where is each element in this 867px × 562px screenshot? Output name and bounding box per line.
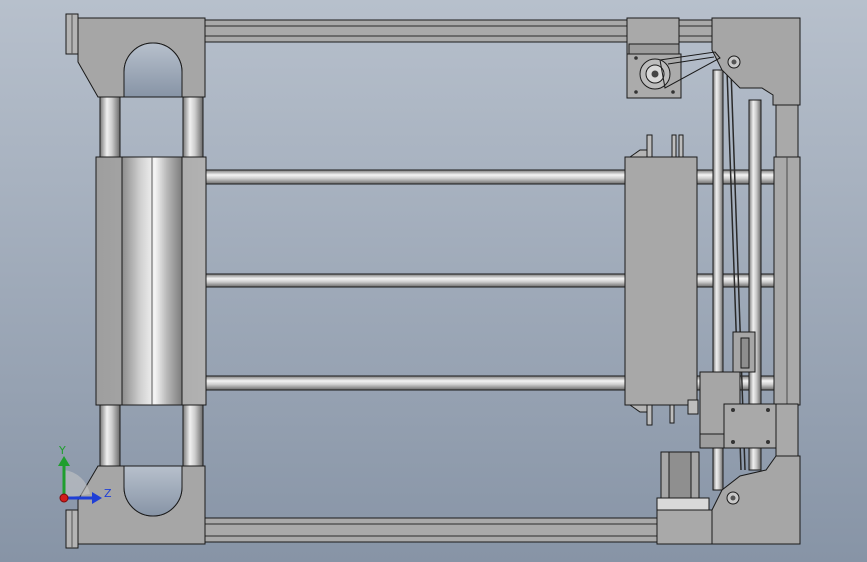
top-motor-mount[interactable]: [626, 17, 721, 99]
right-frame-column[interactable]: [773, 104, 801, 457]
z-axis-label: Z: [104, 487, 112, 500]
triad-plane-shading: [64, 470, 90, 498]
left-top-bracket[interactable]: [65, 13, 206, 98]
y-axis-label: Y: [58, 444, 66, 457]
left-carriage-block[interactable]: [95, 156, 207, 406]
left-bottom-bracket[interactable]: [65, 465, 206, 549]
bottom-frame-rail[interactable]: [204, 517, 658, 543]
left-vertical-rods[interactable]: [99, 94, 204, 471]
right-carriage[interactable]: [624, 134, 699, 426]
right-vertical-rods[interactable]: [712, 69, 762, 491]
x-axis-dot: [59, 493, 69, 503]
right-bottom-bracket[interactable]: [711, 455, 801, 545]
belt-tensioner: [659, 51, 721, 89]
coordinate-triad: Y Z: [58, 444, 112, 504]
side-motor-assembly[interactable]: [699, 331, 777, 449]
bottom-stepper-motor[interactable]: [656, 451, 713, 545]
